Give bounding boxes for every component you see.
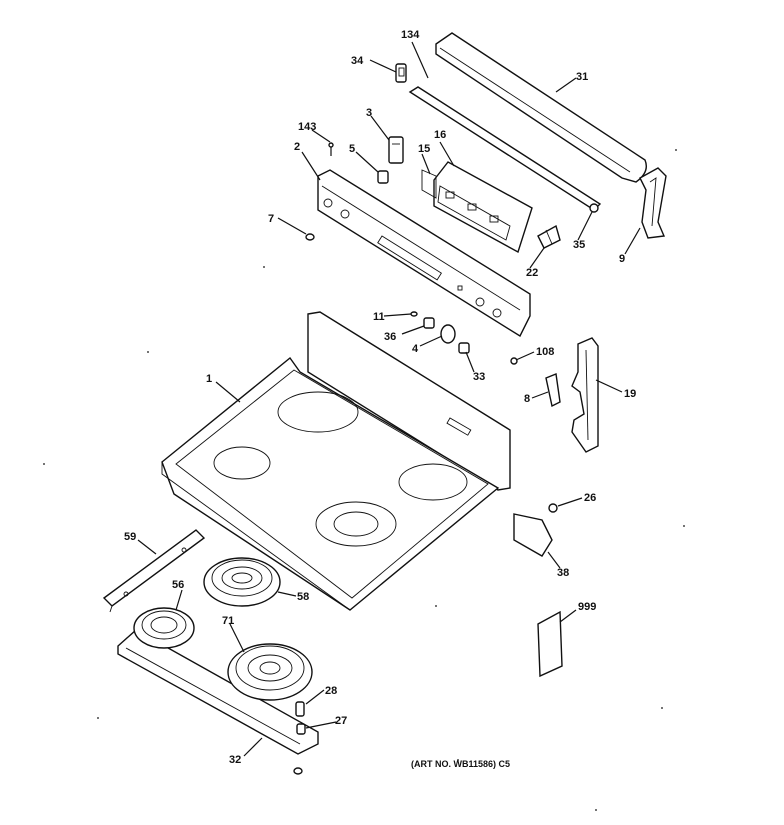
part-4-knob — [440, 324, 456, 344]
label-4: 4 — [412, 343, 419, 355]
part-31-end-trim — [435, 32, 648, 183]
part-38-cover — [513, 513, 553, 557]
part-34-clip — [395, 63, 407, 83]
label-11: 11 — [373, 311, 385, 323]
leader-lines — [137, 41, 641, 757]
callout-labels: 134 34 31 3 16 143 15 2 5 7 35 22 9 11 3… — [124, 29, 636, 766]
art-number-caption: (ART NO. WB11586) C5 — [411, 759, 510, 769]
part-2-control-panel — [317, 169, 531, 338]
label-3: 3 — [366, 107, 372, 119]
part-7-knob-shaft — [305, 233, 315, 241]
label-33: 33 — [473, 371, 485, 383]
label-15: 15 — [418, 143, 430, 155]
part-5-clip — [377, 170, 389, 184]
part-71-surface-burner — [227, 643, 313, 701]
part-35-screw — [589, 203, 599, 213]
label-71: 71 — [222, 615, 234, 627]
part-58-surface-burner — [203, 557, 281, 607]
label-56: 56 — [172, 579, 184, 591]
label-58: 58 — [297, 591, 309, 603]
label-26: 26 — [584, 492, 596, 504]
part-143-screw — [328, 142, 334, 156]
label-35: 35 — [573, 239, 585, 251]
label-16: 16 — [434, 129, 446, 141]
label-8: 8 — [524, 393, 530, 405]
part-134-trim-strip — [408, 86, 602, 211]
label-108: 108 — [536, 346, 554, 358]
label-59: 59 — [124, 531, 136, 543]
part-ground-screw — [293, 767, 303, 775]
part-9-end-cap — [639, 167, 667, 239]
part-27-screw — [296, 723, 306, 735]
part-999-literature — [537, 610, 563, 678]
part-26-grommet — [548, 503, 558, 513]
label-27: 27 — [335, 715, 347, 727]
label-32: 32 — [229, 754, 241, 766]
part-28-receptacle — [295, 701, 305, 717]
part-59-rail — [102, 529, 206, 613]
label-31: 31 — [576, 71, 588, 83]
label-999: 999 — [578, 601, 596, 613]
label-1: 1 — [206, 373, 212, 385]
label-7: 7 — [268, 213, 274, 225]
part-1-cooktop — [161, 311, 511, 611]
part-36-bracket — [423, 317, 435, 329]
part-56-surface-burner — [133, 607, 195, 649]
part-108-screw — [510, 357, 518, 365]
part-11-screw — [410, 311, 418, 317]
label-34: 34 — [351, 55, 364, 67]
label-9: 9 — [619, 253, 625, 265]
part-22-wire-harness — [537, 224, 561, 249]
label-19: 19 — [624, 388, 636, 400]
part-33-clip — [458, 342, 470, 354]
part-8-bracket — [545, 373, 561, 408]
part-3-switch — [388, 136, 404, 164]
label-134: 134 — [401, 29, 420, 41]
label-143: 143 — [298, 121, 316, 133]
label-28: 28 — [325, 685, 337, 697]
label-36: 36 — [384, 331, 396, 343]
part-16-electronic-control — [433, 161, 533, 254]
label-38: 38 — [557, 567, 569, 579]
label-5: 5 — [349, 143, 355, 155]
part-15-overlay — [421, 169, 437, 199]
label-22: 22 — [526, 267, 538, 279]
label-2: 2 — [294, 141, 300, 153]
part-19-side-bracket — [571, 337, 599, 453]
registration-dots — [43, 149, 685, 811]
